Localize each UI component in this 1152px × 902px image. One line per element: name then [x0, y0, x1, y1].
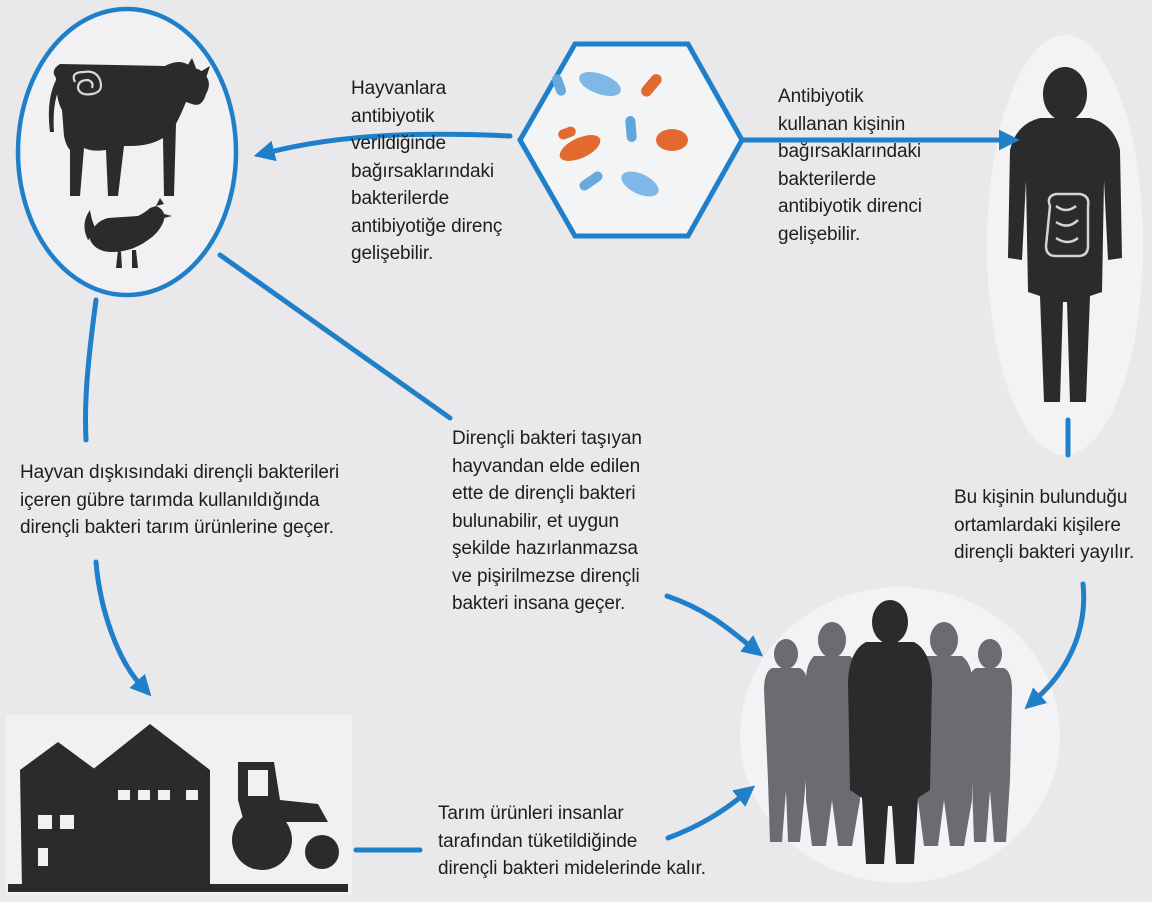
- connector-animals-down: [82, 297, 99, 443]
- person-icon: [1008, 67, 1122, 402]
- intestines-icon: [1044, 192, 1090, 258]
- ground-line: [8, 884, 348, 892]
- meat-text: Dirençli bakteri taşıyan hayvandan elde …: [452, 428, 642, 614]
- chicken-icon: [84, 198, 172, 268]
- pills-icon: [551, 71, 688, 197]
- arrow-manure-to-farm: [93, 559, 152, 697]
- crowd-icon: [764, 600, 1012, 864]
- cow-stomach-icon: [72, 70, 103, 96]
- crowd-group: [740, 587, 1060, 883]
- antibiotics-group: [517, 41, 745, 239]
- animals-resistance-text: Hayvanlara antibiyotik verildiğinde bağı…: [351, 78, 503, 264]
- manure-text: Hayvan dışkısındaki dirençli bakterileri…: [20, 462, 340, 538]
- connector-animals-to-meat: [217, 252, 453, 421]
- cow-icon: [48, 58, 210, 196]
- arrow-spread-to-crowd: [1024, 581, 1087, 710]
- person-group: [987, 35, 1143, 455]
- arrow-pills-to-animals: [253, 131, 513, 162]
- arrow-meat-to-crowd: [664, 593, 764, 657]
- tractor-window: [248, 770, 268, 796]
- farmhouse-windows: [38, 790, 198, 866]
- animals-oval: [15, 6, 239, 298]
- arrow-crops-to-crowd: [665, 785, 756, 841]
- person-resistance-text: Antibiyotik kullanan kişinin bağırsaklar…: [778, 86, 922, 245]
- connectors: [82, 129, 1087, 853]
- crops-text: Tarım ürünleri insanlar tarafından tüket…: [438, 803, 706, 879]
- spread-text: Bu kişinin bulunduğu ortamlardaki kişile…: [954, 487, 1135, 563]
- animals-group: [15, 6, 239, 298]
- farm-group: [6, 715, 352, 895]
